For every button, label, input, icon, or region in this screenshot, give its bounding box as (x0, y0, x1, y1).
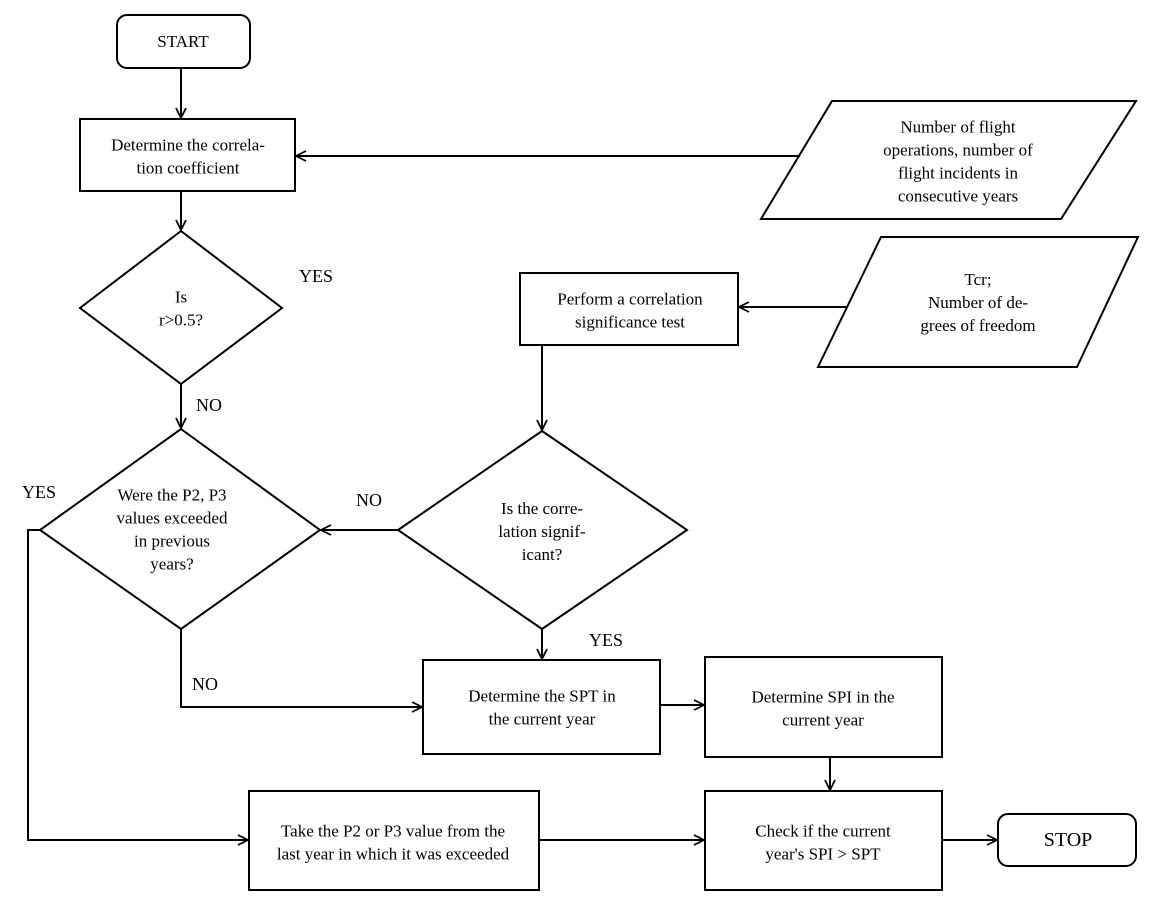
spt-line: the current year (489, 710, 596, 729)
flight-data-input (759, 100, 1138, 220)
dec_p-line: in previous (134, 532, 210, 551)
check-spi-text: Check if the current year's SPI > SPT (755, 822, 891, 864)
input1-line: consecutive years (898, 187, 1018, 206)
arrow-p-no-to-spt (180, 629, 422, 707)
exceeded-values-decision (38, 427, 322, 631)
r-no-label: NO (196, 395, 222, 415)
dec_sig-line: icant? (522, 545, 563, 564)
spi-line: current year (782, 711, 864, 730)
correlation-process-box (79, 118, 296, 192)
check-spi-box (704, 790, 943, 891)
p-yes-label: YES (22, 482, 56, 502)
input1-line: Number of flight (900, 118, 1015, 137)
input2-line: grees of freedom (920, 316, 1035, 335)
dec_p-line: years? (150, 555, 193, 574)
sig-no-label: NO (356, 490, 382, 510)
significance-test-box (519, 272, 739, 346)
r-yes-label: YES (299, 266, 333, 286)
significance-question-text: Is the corre-lation signif-icant? (498, 499, 586, 564)
stop-terminal (997, 813, 1137, 867)
correlation-text: Determine the correla-tion coefficient (111, 136, 265, 178)
take-line: last year in which it was exceeded (277, 845, 510, 864)
stop-line: STOP (1044, 829, 1093, 851)
input1-line: operations, number of (883, 141, 1033, 160)
check-line: Check if the current (755, 822, 891, 841)
corr-line: tion coefficient (136, 159, 239, 178)
sigtest-line: Perform a correlation (557, 290, 703, 309)
dec_p-line: values exceeded (117, 509, 228, 528)
spt-line: Determine the SPT in (468, 687, 616, 706)
start-terminal (116, 14, 251, 69)
determine-spi-box (704, 656, 943, 758)
corr-line: Determine the correla- (111, 136, 265, 155)
start-text: START (157, 32, 209, 51)
p-no-label: NO (192, 674, 218, 694)
flight-data-text: Number of flight operations, number of fli… (883, 118, 1033, 206)
sigtest-line: significance test (575, 313, 685, 332)
dec_p-line: Were the P2, P3 (117, 486, 226, 505)
dec_sig-line: lation signif- (498, 522, 586, 541)
determine-spt-box (422, 659, 661, 755)
r-threshold-decision (78, 229, 284, 386)
input1-line: flight incidents in (898, 164, 1018, 183)
sig-yes-label: YES (589, 630, 623, 650)
stop-text: STOP (1044, 829, 1093, 851)
critical-value-input (816, 236, 1140, 368)
critical-value-text: Tcr; Number of de-grees of freedom (920, 270, 1035, 335)
input2-line: Number of de- (928, 293, 1028, 312)
r-threshold-text: Is r>0.5? (159, 288, 203, 330)
exceeded-values-text: Were the P2, P3 values exceeded in previou… (117, 486, 228, 574)
dec_r-line: r>0.5? (159, 311, 203, 330)
dec_r-line: Is (175, 288, 187, 307)
take-value-text: Take the P2 or P3 value from the last yea… (277, 822, 510, 864)
take-value-box (248, 790, 540, 891)
determine-spt-text: Determine the SPT in the current year (468, 687, 616, 729)
input2-line: Tcr; (964, 270, 991, 289)
take-line: Take the P2 or P3 value from the (281, 822, 505, 841)
significance-test-text: Perform a correlation significance test (557, 290, 703, 332)
arrow-p-yes-to-take (27, 529, 248, 840)
dec_sig-line: Is the corre- (501, 499, 583, 518)
check-line: year's SPI > SPT (765, 845, 881, 864)
start-line: START (157, 32, 209, 51)
determine-spi-text: Determine SPI in the current year (751, 688, 894, 730)
spi-line: Determine SPI in the (751, 688, 894, 707)
